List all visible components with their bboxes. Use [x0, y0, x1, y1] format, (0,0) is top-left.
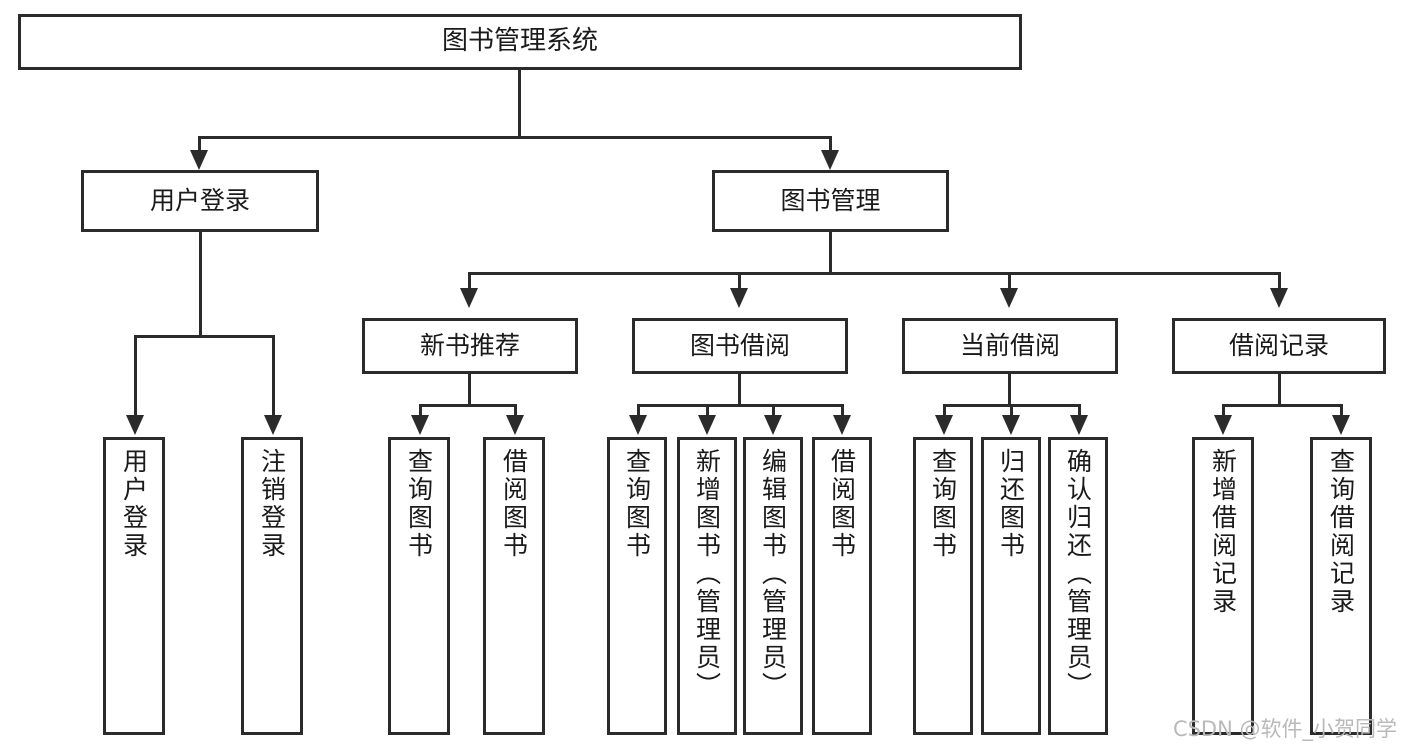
edge-root-stem [518, 70, 521, 136]
leaf-query-borrow-record[interactable]: 查询借阅记录 [1310, 437, 1372, 735]
leaf-query-books-current[interactable]: 查询图书 [913, 437, 973, 735]
edge-current-to-leaf-1 [943, 404, 946, 420]
edge-new-books-to-leaf-2 [514, 404, 517, 420]
edge-user-login-stem [199, 232, 202, 335]
arrow-root-to-book-mgmt [821, 150, 839, 170]
leaf-user-login[interactable]: 用户登录 [103, 437, 165, 735]
edge-current-to-leaf-2 [1010, 404, 1013, 420]
arrow-current-to-leaf-1 [935, 415, 953, 435]
edge-current-stem [1008, 374, 1011, 406]
edge-records-to-leaf-2 [1340, 404, 1343, 420]
node-current-borrowing[interactable]: 当前借阅 [902, 318, 1118, 374]
edge-borrow-to-leaf-3 [772, 404, 775, 420]
edge-book-mgmt-to-new-books [468, 272, 471, 294]
node-label: 编辑图书（管理员） [758, 448, 788, 700]
edge-book-mgmt-to-current [1008, 272, 1011, 294]
arrow-book-mgmt-to-new-books [460, 288, 478, 308]
node-label: 图书管理 [780, 185, 881, 215]
edge-new-books-stem [468, 374, 471, 406]
node-label: 新增图书（管理员） [692, 448, 722, 700]
node-label: 图书借阅 [689, 330, 790, 360]
edge-root-bus [198, 136, 831, 139]
edge-new-books-to-leaf-1 [419, 404, 422, 420]
arrow-new-books-to-leaf-2 [506, 415, 524, 435]
arrow-book-mgmt-to-records [1270, 288, 1288, 308]
arrow-borrow-to-leaf-3 [764, 415, 782, 435]
arrow-user-login-to-leaf-2 [264, 415, 282, 435]
watermark-text: CSDN @软件_小贺同学 [1172, 717, 1397, 741]
node-label: 查询图书 [928, 448, 958, 560]
node-label: 归还图书 [996, 448, 1026, 560]
leaf-logout[interactable]: 注销登录 [241, 437, 303, 735]
node-label: 新增借阅记录 [1208, 448, 1238, 616]
node-label: 用户登录 [149, 185, 250, 215]
node-label: 查询图书 [622, 448, 652, 560]
leaf-query-books-borrow[interactable]: 查询图书 [607, 437, 667, 735]
edge-book-mgmt-to-borrow [738, 272, 741, 294]
leaf-add-borrow-record[interactable]: 新增借阅记录 [1192, 437, 1254, 735]
node-label: 注销登录 [257, 448, 287, 560]
node-borrowing-records[interactable]: 借阅记录 [1172, 318, 1386, 374]
leaf-add-book-admin[interactable]: 新增图书（管理员） [677, 437, 737, 735]
arrow-root-to-user-login [190, 150, 208, 170]
leaf-return-book[interactable]: 归还图书 [981, 437, 1041, 735]
node-label: 借阅记录 [1228, 330, 1329, 360]
edge-root-to-book-mgmt [829, 136, 832, 158]
arrow-borrow-to-leaf-2 [698, 415, 716, 435]
edge-records-bus [1222, 404, 1341, 407]
edge-user-login-bus [134, 335, 273, 338]
edge-user-login-to-leaf-1 [134, 335, 137, 419]
node-label: 查询图书 [404, 448, 434, 560]
arrow-current-to-leaf-2 [1002, 415, 1020, 435]
node-label: 用户登录 [119, 448, 149, 560]
arrow-current-to-leaf-3 [1070, 415, 1088, 435]
edge-book-mgmt-stem [829, 232, 832, 274]
edge-borrow-to-leaf-1 [637, 404, 640, 420]
arrow-new-books-to-leaf-1 [411, 415, 429, 435]
node-root-system[interactable]: 图书管理系统 [18, 14, 1022, 70]
edge-borrow-stem [738, 374, 741, 406]
edge-borrow-to-leaf-2 [706, 404, 709, 420]
edge-book-mgmt-bus [468, 272, 1279, 275]
edge-records-to-leaf-1 [1222, 404, 1225, 420]
node-label: 借阅图书 [499, 448, 529, 560]
node-book-management[interactable]: 图书管理 [712, 170, 949, 232]
edge-new-books-bus [419, 404, 516, 407]
edge-user-login-to-leaf-2 [272, 335, 275, 419]
edge-records-stem [1278, 374, 1281, 406]
arrow-records-to-leaf-1 [1214, 415, 1232, 435]
arrow-book-mgmt-to-borrow [730, 288, 748, 308]
leaf-borrow-books-recommend[interactable]: 借阅图书 [483, 437, 545, 735]
arrow-borrow-to-leaf-4 [833, 415, 851, 435]
node-label: 当前借阅 [959, 330, 1060, 360]
arrow-book-mgmt-to-current [1000, 288, 1018, 308]
node-label: 查询借阅记录 [1326, 448, 1356, 616]
node-user-login[interactable]: 用户登录 [81, 170, 319, 232]
arrow-records-to-leaf-2 [1332, 415, 1350, 435]
leaf-borrow-book[interactable]: 借阅图书 [812, 437, 872, 735]
edge-book-mgmt-to-records [1278, 272, 1281, 294]
node-label: 新书推荐 [419, 330, 520, 360]
node-book-borrowing[interactable]: 图书借阅 [632, 318, 848, 374]
arrow-user-login-to-leaf-1 [126, 415, 144, 435]
edge-borrow-bus [637, 404, 843, 407]
node-label: 图书管理系统 [441, 26, 598, 57]
edge-root-to-user-login [198, 136, 201, 158]
leaf-edit-book-admin[interactable]: 编辑图书（管理员） [743, 437, 803, 735]
node-new-book-recommendation[interactable]: 新书推荐 [362, 318, 578, 374]
leaf-query-books-recommend[interactable]: 查询图书 [388, 437, 450, 735]
edge-borrow-to-leaf-4 [841, 404, 844, 420]
leaf-confirm-return-admin[interactable]: 确认归还（管理员） [1048, 437, 1108, 735]
node-label: 借阅图书 [827, 448, 857, 560]
arrow-borrow-to-leaf-1 [629, 415, 647, 435]
node-label: 确认归还（管理员） [1063, 448, 1093, 700]
edge-current-to-leaf-3 [1078, 404, 1081, 420]
